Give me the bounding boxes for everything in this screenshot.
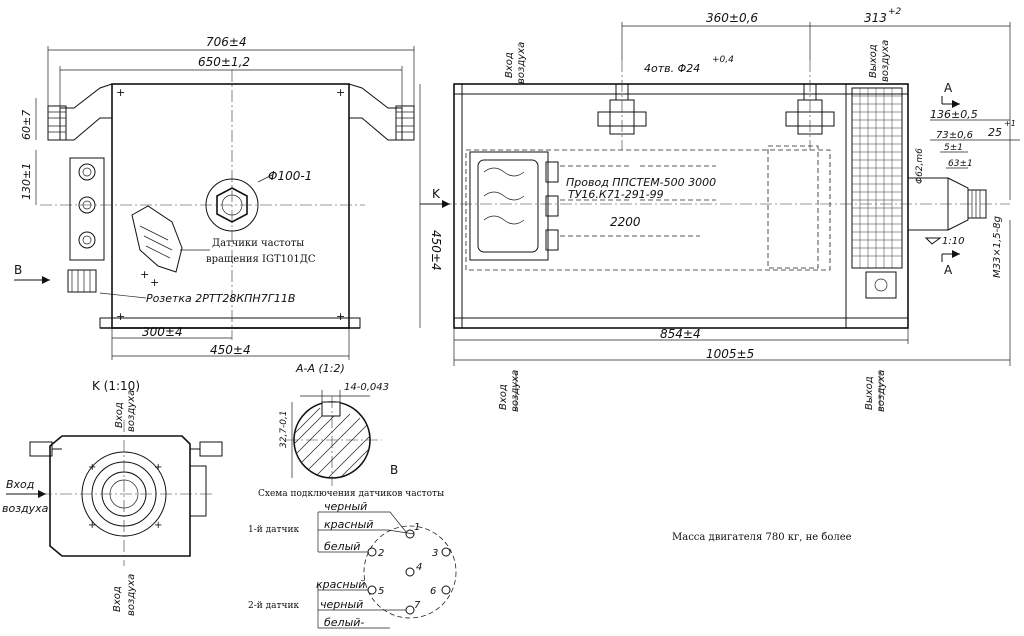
wire-black-2: черный <box>320 598 363 611</box>
schema-title: Схема подключения датчиков частоты <box>258 489 444 499</box>
view-k-marker: K <box>432 187 441 201</box>
dim-thread: M33×1,5-8g <box>992 216 1003 278</box>
view-k-air-in-left: Вход <box>6 478 34 491</box>
air-in-top-label: Вход <box>504 52 515 78</box>
dim-phi100: Φ100-1 <box>268 169 312 183</box>
dim-phi62: Φ62,m6 <box>915 148 925 184</box>
pin-2 <box>367 547 377 557</box>
dim-25-tolerance: +1 <box>1004 119 1016 128</box>
dim-1005: 1005±5 <box>706 347 754 361</box>
dim-130: 130±1 <box>20 163 33 200</box>
pin-5-label: 5 <box>378 586 384 597</box>
svg-text:+: + <box>140 268 149 281</box>
section-aa-title: A-A (1:2) <box>295 362 345 375</box>
right-air-duct <box>348 83 403 141</box>
pin-6-label: 6 <box>430 586 436 597</box>
pin-6 <box>441 585 451 595</box>
view-k: + + + + <box>6 420 223 566</box>
svg-text:+: + <box>116 86 125 99</box>
dim-360: 360±0,6 <box>706 11 758 25</box>
wire-white-2: белый- <box>324 616 364 629</box>
section-a-a <box>286 390 382 486</box>
section-a-top-marker: A <box>944 81 953 95</box>
svg-text:+: + <box>336 86 345 99</box>
side-view <box>420 22 1020 366</box>
dim-300: 300±4 <box>142 325 183 339</box>
dim-650: 650±1,2 <box>198 55 250 69</box>
section-a-bottom-marker: A <box>944 263 953 277</box>
dim-73: 73±0,6 <box>936 130 973 141</box>
socket-label: Розетка 2РТТ28КПН7Г11В <box>146 292 295 305</box>
air-out-top-label: Выход <box>868 44 879 78</box>
air-out-top-word: воздуха <box>880 40 891 82</box>
svg-text:+: + <box>154 520 162 531</box>
view-k-air-in-top: Вход <box>114 402 125 428</box>
svg-text:+: + <box>150 276 159 289</box>
pin-3-label: 3 <box>432 548 438 559</box>
svg-text:+: + <box>336 310 345 323</box>
air-out-bottom-word: воздуха <box>876 370 887 412</box>
cooling-grid <box>851 87 903 269</box>
terminal-box <box>69 157 105 261</box>
dim-136: 136±0,5 <box>930 108 978 121</box>
pin-4-label: 4 <box>416 562 422 573</box>
wire-label-line1: Провод ППСТЕМ-500 3000 <box>566 176 716 189</box>
wire-red-1: красный <box>324 518 373 531</box>
dim-4-holes-tolerance: +0,4 <box>712 55 734 65</box>
wire-white-1: белый <box>324 540 360 553</box>
sensor1-label: 1-й датчик <box>248 525 299 535</box>
dim-key-depth: 32,7-0,1 <box>279 410 289 448</box>
left-air-duct <box>59 83 113 141</box>
pin-7-label: 7 <box>414 600 421 611</box>
view-k-air-in-bottom: Вход <box>112 586 123 612</box>
view-k-air-word-left: воздуха <box>2 502 49 515</box>
air-in-bottom-label: Вход <box>498 384 509 410</box>
mass-note: Масса двигателя 780 кг, не более <box>672 532 852 543</box>
pin-3 <box>441 547 451 557</box>
dim-313-tolerance: +2 <box>888 7 902 17</box>
dim-key-width: 14-0,043 <box>344 382 389 393</box>
wire-label-line2: ТУ16.К71-291-99 <box>568 188 664 201</box>
pin-5 <box>367 585 377 595</box>
dim-60: 60±7 <box>20 110 33 140</box>
speed-sensors <box>131 205 183 273</box>
dim-4-holes: 4отв. Φ24 <box>644 62 700 75</box>
socket-connector <box>67 269 97 293</box>
wire-red-2: красный <box>316 578 365 591</box>
dim-2200: 2200 <box>610 215 641 229</box>
wire-black-1: черный <box>324 500 367 513</box>
svg-text:+: + <box>116 310 125 323</box>
pin-4 <box>405 567 415 577</box>
pin-2-label: 2 <box>378 548 384 559</box>
view-k-air-word-bottom: воздуха <box>126 574 137 616</box>
sensor2-label: 2-й датчик <box>248 601 299 611</box>
svg-text:+: + <box>88 520 96 531</box>
dim-450-horizontal: 450±4 <box>210 343 251 357</box>
sensor-connection-schema <box>317 511 457 629</box>
view-k-air-word-top: воздуха <box>126 390 137 432</box>
dim-5: 5±1 <box>944 143 963 153</box>
svg-text:+: + <box>88 462 96 473</box>
dim-313: 313 <box>864 11 887 25</box>
front-view: ++ ++ ++ <box>14 46 421 360</box>
air-in-top-word: воздуха <box>516 42 527 84</box>
dim-706: 706±4 <box>206 35 247 49</box>
dim-63: 63±1 <box>948 159 973 169</box>
pin-1-label: 1 <box>414 522 420 533</box>
dim-25: 25 <box>988 126 1002 139</box>
motor-body-side <box>453 83 909 329</box>
air-in-bottom-word: воздуха <box>510 370 521 412</box>
svg-text:+: + <box>154 462 162 473</box>
air-out-bottom-label: Выход <box>864 376 875 410</box>
pin-7 <box>405 605 415 615</box>
dim-450-vertical: 450±4 <box>429 230 443 271</box>
view-k-title: K (1:10) <box>92 379 140 393</box>
dim-854: 854±4 <box>660 327 701 341</box>
sensor-label-line1: Датчики частоты <box>212 238 304 249</box>
view-b-title: B <box>390 463 398 477</box>
view-b-marker: B <box>14 263 22 277</box>
sensor-label-line2: вращения IGT101ДС <box>206 254 316 265</box>
dim-taper: 1:10 <box>942 236 964 247</box>
